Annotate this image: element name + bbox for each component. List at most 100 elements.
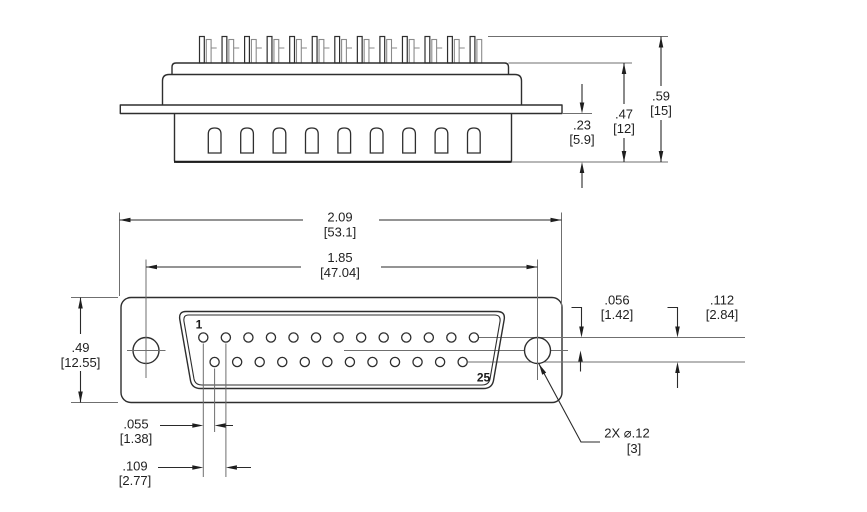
shell-slot [272,127,287,154]
wire-post-back [363,38,370,64]
pin-hole-top-row [468,332,480,343]
shell-slot [207,127,222,154]
dim-overall-width-in: 2.09 [327,210,352,225]
wire-post-back [318,38,325,64]
pin-hole-top-row [355,332,367,343]
dim-row-spacing: .112 [2.84] [667,293,739,388]
pin-hole-top-row [333,332,344,343]
dim-row-spacing-in: .112 [710,293,734,308]
pin-hole-bottom-row [412,356,423,368]
pin-hole-top-row [423,332,435,343]
dim-flange-height-mm: [12.55] [61,355,101,370]
pin-hole-top-row [220,332,232,343]
pin-1-label: 1 [196,318,203,332]
wire-post-back [228,38,235,64]
shell-slot-row [207,127,481,154]
insulator-mid-block [161,73,523,105]
pin-hole-bottom-row [254,356,265,368]
pin-hole-top-row [265,332,277,343]
shell-slot [337,127,352,154]
d-shell-outer [178,310,506,390]
wire-post [221,35,228,64]
mounting-flange-side [119,104,563,115]
wire-post [334,35,341,64]
dim-mount-hole-spacing-in: 1.85 [327,250,352,265]
wire-post-back [205,38,212,64]
pin-hole-bottom-row [344,356,356,368]
pin-hole-top-row [310,332,322,343]
dim-shell-height-in: .23 [573,118,591,133]
dim-flange-height: .49 [12.55] [61,297,118,403]
wire-post [379,35,386,64]
pin-hole-bottom-row [389,356,401,368]
wire-post [198,35,205,64]
wire-post [244,35,251,64]
dim-row-half-spacing-in: .056 [604,293,629,308]
callout-mount-hole-dia: 2X ⌀.12 [3] [538,363,650,456]
shell-slot [304,127,319,154]
side-view-dimensions: .23 [5.9] .47 [12] .59 [15] [488,36,672,188]
dim-body-height: .47 [12] [613,63,635,162]
dim-row-stagger: .055 [1.38] [120,343,233,477]
wire-post-back [250,38,257,64]
dim-shell-height: .23 [5.9] [569,84,595,188]
dim-overall-width-mm: [53.1] [324,225,357,240]
front-view: 1 25 [120,259,745,404]
dim-mount-hole-spacing: 1.85 [47.04] [146,250,538,280]
d-shell-inner [183,314,501,386]
wire-post [266,35,273,64]
dim-row-spacing-mm: [2.84] [706,307,739,322]
wire-post [356,35,363,64]
pin-hole-bottom-row [231,356,243,368]
dim-row-half-spacing-mm: [1.42] [601,307,634,322]
wire-post-back [431,38,438,64]
wire-post-back [453,38,460,64]
pin-hole-bottom-row [322,356,333,368]
wire-post-back [408,38,415,64]
wire-post-back [295,38,302,64]
wire-post-comb [198,35,483,64]
callout-mount-hole-dia-in: 2X ⌀.12 [604,426,649,441]
pin-25-label: 25 [477,371,491,385]
dim-overall-height-mm: [15] [650,103,672,118]
pin-hole-bottom-row [209,356,220,368]
shell-slot [402,127,417,154]
side-view [119,35,563,163]
pin-hole-bottom-row [367,356,378,368]
pin-hole-bottom-row [299,356,311,368]
dim-body-height-in: .47 [615,107,633,122]
shell-slot [240,127,255,154]
dim-row-stagger-in: .055 [123,417,148,432]
dim-row-stagger-mm: [1.38] [120,431,153,446]
pin-field [198,332,480,368]
pin-hole-top-row [243,332,254,343]
dim-overall-height: .59 [15] [650,36,672,162]
dim-body-height-mm: [12] [613,121,635,136]
dim-pin-pitch-mm: [2.77] [119,473,152,488]
shell-slot [466,127,481,154]
wire-post [469,35,476,64]
pin-hole-bottom-row [276,356,288,368]
wire-post [424,35,431,64]
shell-slot [369,127,384,154]
pin-hole-top-row [288,332,299,343]
dim-mount-hole-spacing-mm: [47.04] [320,265,360,280]
wire-post [446,35,453,64]
pin-hole-top-row [446,332,457,343]
insulator-top-block [171,62,510,75]
pin-hole-bottom-row [457,356,468,368]
wire-post [401,35,408,64]
dim-pin-pitch-in: .109 [122,459,147,474]
pin-hole-top-row [378,332,389,343]
front-view-dimensions: 2.09 [53.1] 1.85 [47.04] .49 [12.55] .05… [61,210,739,489]
dim-flange-height-in: .49 [71,340,89,355]
dim-row-half-spacing: .056 [1.42] [571,293,634,372]
dim-overall-width: 2.09 [53.1] [119,210,562,307]
callout-mount-hole-dia-mm: [3] [627,441,641,456]
wire-post [311,35,318,64]
wire-post [289,35,296,64]
wire-post-back [386,38,393,64]
dim-shell-height-mm: [5.9] [569,132,594,147]
